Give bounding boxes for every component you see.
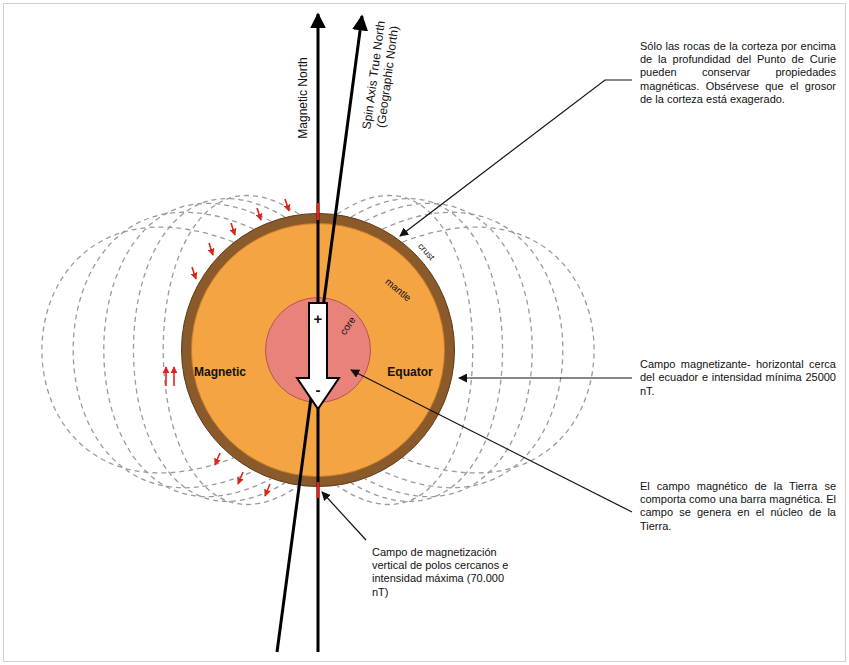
crust-disc: crustmantleMagneticEquatorcore+-: [181, 213, 455, 487]
mantle-disc: [192, 224, 445, 477]
callout-note: El campo magnético de la Tierra se compo…: [640, 480, 836, 533]
mantle-disc: mantleMagneticEquatorcore+-: [191, 223, 445, 477]
pole-sign: -: [316, 382, 321, 397]
field-arrows-equator: [166, 367, 174, 386]
callout-note: Campo magnetizante- horizontal cerca del…: [640, 358, 836, 398]
leader-line: [322, 492, 366, 540]
callout-note: Campo de magnetización vertical de polos…: [372, 546, 514, 599]
pole-sign: +: [314, 311, 323, 326]
frame: [4, 4, 846, 662]
leader-line: [459, 377, 632, 378]
field-lines: [42, 195, 594, 504]
crust-disc: [182, 214, 455, 487]
core-disc: [266, 298, 371, 403]
core-disc: core+-: [265, 297, 371, 403]
callout-note: Sólo las rocas de la corteza por encima …: [640, 40, 836, 106]
equator-label: Equator: [387, 366, 432, 378]
equator-label: Magnetic: [194, 366, 246, 378]
leader-line: [400, 80, 632, 236]
axis-label: Magnetic North: [296, 57, 310, 138]
